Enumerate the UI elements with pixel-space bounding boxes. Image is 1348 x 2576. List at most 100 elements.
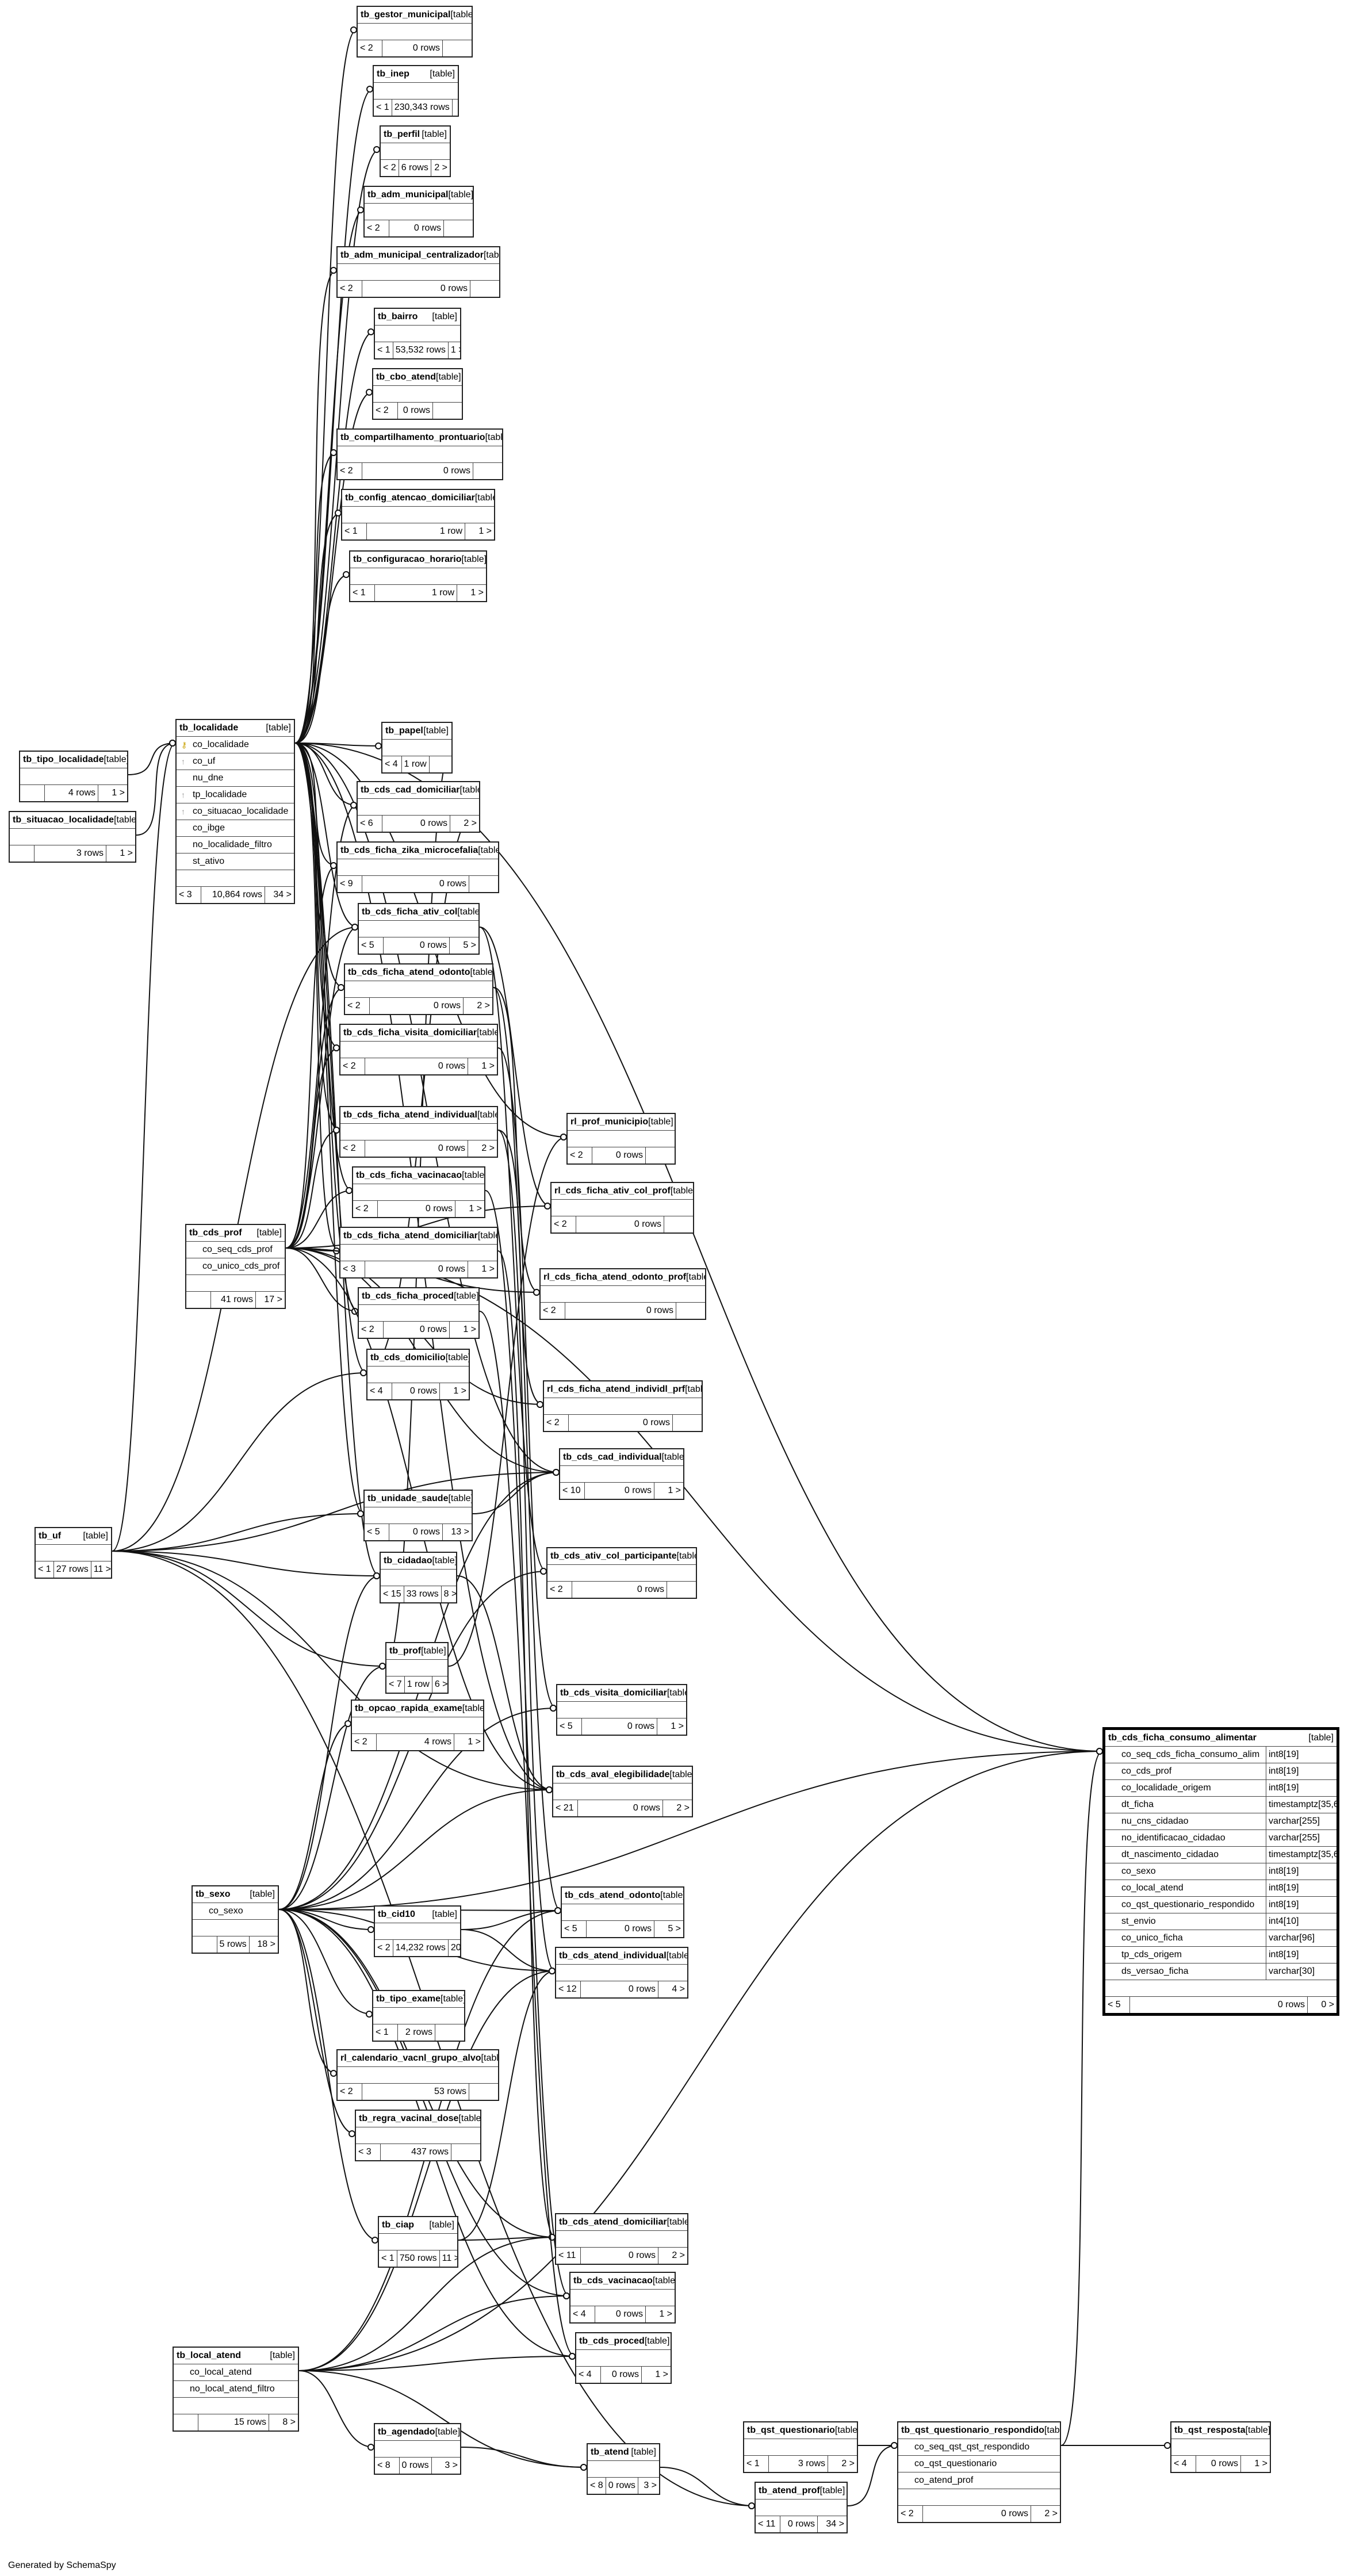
table-name[interactable]: tb_cds_atend_individual <box>559 1951 667 1961</box>
table-name[interactable]: tb_config_atencao_domiciliar <box>345 493 475 503</box>
children-count[interactable]: 11 > <box>442 2253 457 2263</box>
parents-count[interactable]: < 4 <box>367 1383 392 1399</box>
children-count[interactable]: 2 > <box>1044 2509 1058 2518</box>
children-count[interactable]: 2 > <box>676 1803 690 1813</box>
children-count[interactable]: 20 > <box>450 1943 460 1953</box>
children-count[interactable]: 1 > <box>481 1061 495 1071</box>
table-name[interactable]: tb_gestor_municipal <box>361 10 451 20</box>
children-count[interactable] <box>470 281 499 297</box>
table-name[interactable]: tb_cds_ficha_visita_domiciliar <box>343 1028 477 1038</box>
parents-count[interactable]: < 1 <box>350 585 375 601</box>
children-count[interactable]: 1 > <box>481 1264 495 1274</box>
parents-count[interactable]: < 2 <box>552 1216 576 1233</box>
table-tb-config-atencao-domiciliar[interactable]: tb_config_atencao_domiciliar[table]< 11 … <box>341 489 495 541</box>
table-name[interactable]: tb_cds_ficha_zika_microcefalia <box>340 845 478 855</box>
parents-count[interactable]: < 1 <box>373 2024 398 2041</box>
children-count[interactable]: 0 > <box>1321 2000 1334 2009</box>
table-name[interactable]: tb_situacao_localidade <box>13 815 114 825</box>
table-tb-cds-ficha-atend-individual[interactable]: tb_cds_ficha_atend_individual[table]< 20… <box>339 1106 498 1158</box>
parents-count[interactable]: < 11 <box>756 2516 780 2532</box>
children-count[interactable] <box>676 1303 705 1319</box>
parents-count[interactable]: < 3 <box>177 887 201 903</box>
children-count[interactable]: 34 > <box>273 890 292 900</box>
table-name[interactable]: tb_regra_vacinal_dose <box>359 2114 459 2123</box>
parents-count[interactable]: < 2 <box>359 1322 384 1338</box>
children-count[interactable]: 1 > <box>671 1721 684 1731</box>
table-tb-cds-atend-domiciliar[interactable]: tb_cds_atend_domiciliar[table]< 110 rows… <box>555 2213 688 2265</box>
table-rl-calendario-vacnl-grupo-alvo[interactable]: rl_calendario_vacnl_grupo_alvo[table]< 2… <box>336 2049 499 2101</box>
children-count[interactable]: 1 > <box>1254 2459 1267 2468</box>
children-count[interactable]: 1 > <box>463 1325 476 1334</box>
table-name[interactable]: tb_tipo_exame <box>376 1994 441 2004</box>
table-name[interactable]: tb_cds_ficha_atend_domiciliar <box>343 1231 478 1241</box>
children-count[interactable]: 2 > <box>841 2459 855 2468</box>
children-count[interactable]: 2 > <box>477 1001 490 1011</box>
table-tb-cds-ficha-atend-domiciliar[interactable]: tb_cds_ficha_atend_domiciliar[table]< 30… <box>339 1227 498 1279</box>
parents-count[interactable]: < 2 <box>375 1940 393 1956</box>
parents-count[interactable]: < 2 <box>547 1582 572 1598</box>
table-name[interactable]: tb_qst_questionario <box>747 2425 835 2435</box>
table-name[interactable]: tb_cds_ativ_col_participante <box>550 1551 677 1561</box>
table-tb-compartilhamento-prontuario[interactable]: tb_compartilhamento_prontuario[table]< 2… <box>336 428 503 480</box>
table-name[interactable]: rl_cds_ficha_ativ_col_prof <box>554 1186 671 1196</box>
parents-count[interactable]: < 4 <box>570 2306 595 2322</box>
table-tb-cds-ativ-col-participante[interactable]: tb_cds_ativ_col_participante[table]< 20 … <box>546 1547 697 1599</box>
parents-count[interactable]: < 2 <box>365 220 389 236</box>
parents-count[interactable]: < 11 <box>556 2248 581 2264</box>
parents-count[interactable]: < 5 <box>365 1524 389 1540</box>
parents-count[interactable]: < 1 <box>375 342 393 358</box>
table-name[interactable]: tb_cds_ficha_ativ_col <box>362 907 458 917</box>
table-name[interactable]: tb_cds_cad_individual <box>563 1452 662 1462</box>
parents-count[interactable]: < 2 <box>541 1303 565 1319</box>
table-name[interactable]: rl_cds_ficha_atend_individl_prf <box>547 1384 686 1394</box>
children-count[interactable]: 5 > <box>463 940 476 950</box>
parents-count[interactable]: < 7 <box>386 1676 405 1693</box>
table-name[interactable]: tb_prof <box>389 1646 422 1656</box>
table-name[interactable]: tb_cds_ficha_proced <box>362 1291 454 1301</box>
table-rl-cds-ficha-atend-odonto-prof[interactable]: rl_cds_ficha_atend_odonto_prof[table]< 2… <box>539 1268 706 1320</box>
table-tb-adm-municipal-centralizador[interactable]: tb_adm_municipal_centralizador[table]< 2… <box>336 246 500 298</box>
parents-count[interactable] <box>193 1936 217 1953</box>
parents-count[interactable]: < 5 <box>1105 1997 1130 2013</box>
parents-count[interactable]: < 2 <box>345 998 370 1014</box>
children-count[interactable] <box>453 99 458 116</box>
table-name[interactable]: tb_cds_ficha_atend_odonto <box>348 967 470 977</box>
children-count[interactable] <box>451 2144 480 2160</box>
table-name[interactable]: rl_calendario_vacnl_grupo_alvo <box>340 2053 481 2063</box>
children-count[interactable]: 1 > <box>120 848 133 858</box>
parents-count[interactable]: < 1 <box>36 1561 54 1578</box>
table-tb-cds-ficha-consumo-alimentar[interactable]: tb_cds_ficha_consumo_alimentar[table]co_… <box>1102 1727 1339 2016</box>
table-name[interactable]: tb_perfil <box>384 129 420 139</box>
parents-count[interactable]: < 2 <box>340 1058 365 1074</box>
parents-count[interactable]: < 9 <box>338 876 362 892</box>
table-name[interactable]: tb_adm_municipal <box>367 190 449 200</box>
children-count[interactable] <box>430 756 451 772</box>
parents-count[interactable]: < 6 <box>358 816 382 832</box>
parents-count[interactable]: < 8 <box>375 2458 400 2474</box>
table-name[interactable]: rl_cds_ficha_atend_odonto_prof <box>543 1272 687 1282</box>
table-name[interactable]: tb_inep <box>377 69 409 79</box>
parents-count[interactable]: < 2 <box>338 463 362 479</box>
parents-count[interactable]: < 2 <box>340 1140 365 1157</box>
table-name[interactable]: tb_uf <box>39 1531 62 1541</box>
table-name[interactable]: tb_cds_ficha_consumo_alimentar <box>1108 1733 1257 1743</box>
table-tb-cds-cad-individual[interactable]: tb_cds_cad_individual[table]< 100 rows1 … <box>559 1448 684 1500</box>
parents-count[interactable]: < 2 <box>568 1147 592 1163</box>
parents-count[interactable]: < 2 <box>898 2506 923 2522</box>
table-name[interactable]: tb_cidadao <box>384 1556 432 1565</box>
children-count[interactable]: 11 > <box>93 1564 111 1574</box>
table-name[interactable]: tb_qst_resposta <box>1174 2425 1246 2435</box>
